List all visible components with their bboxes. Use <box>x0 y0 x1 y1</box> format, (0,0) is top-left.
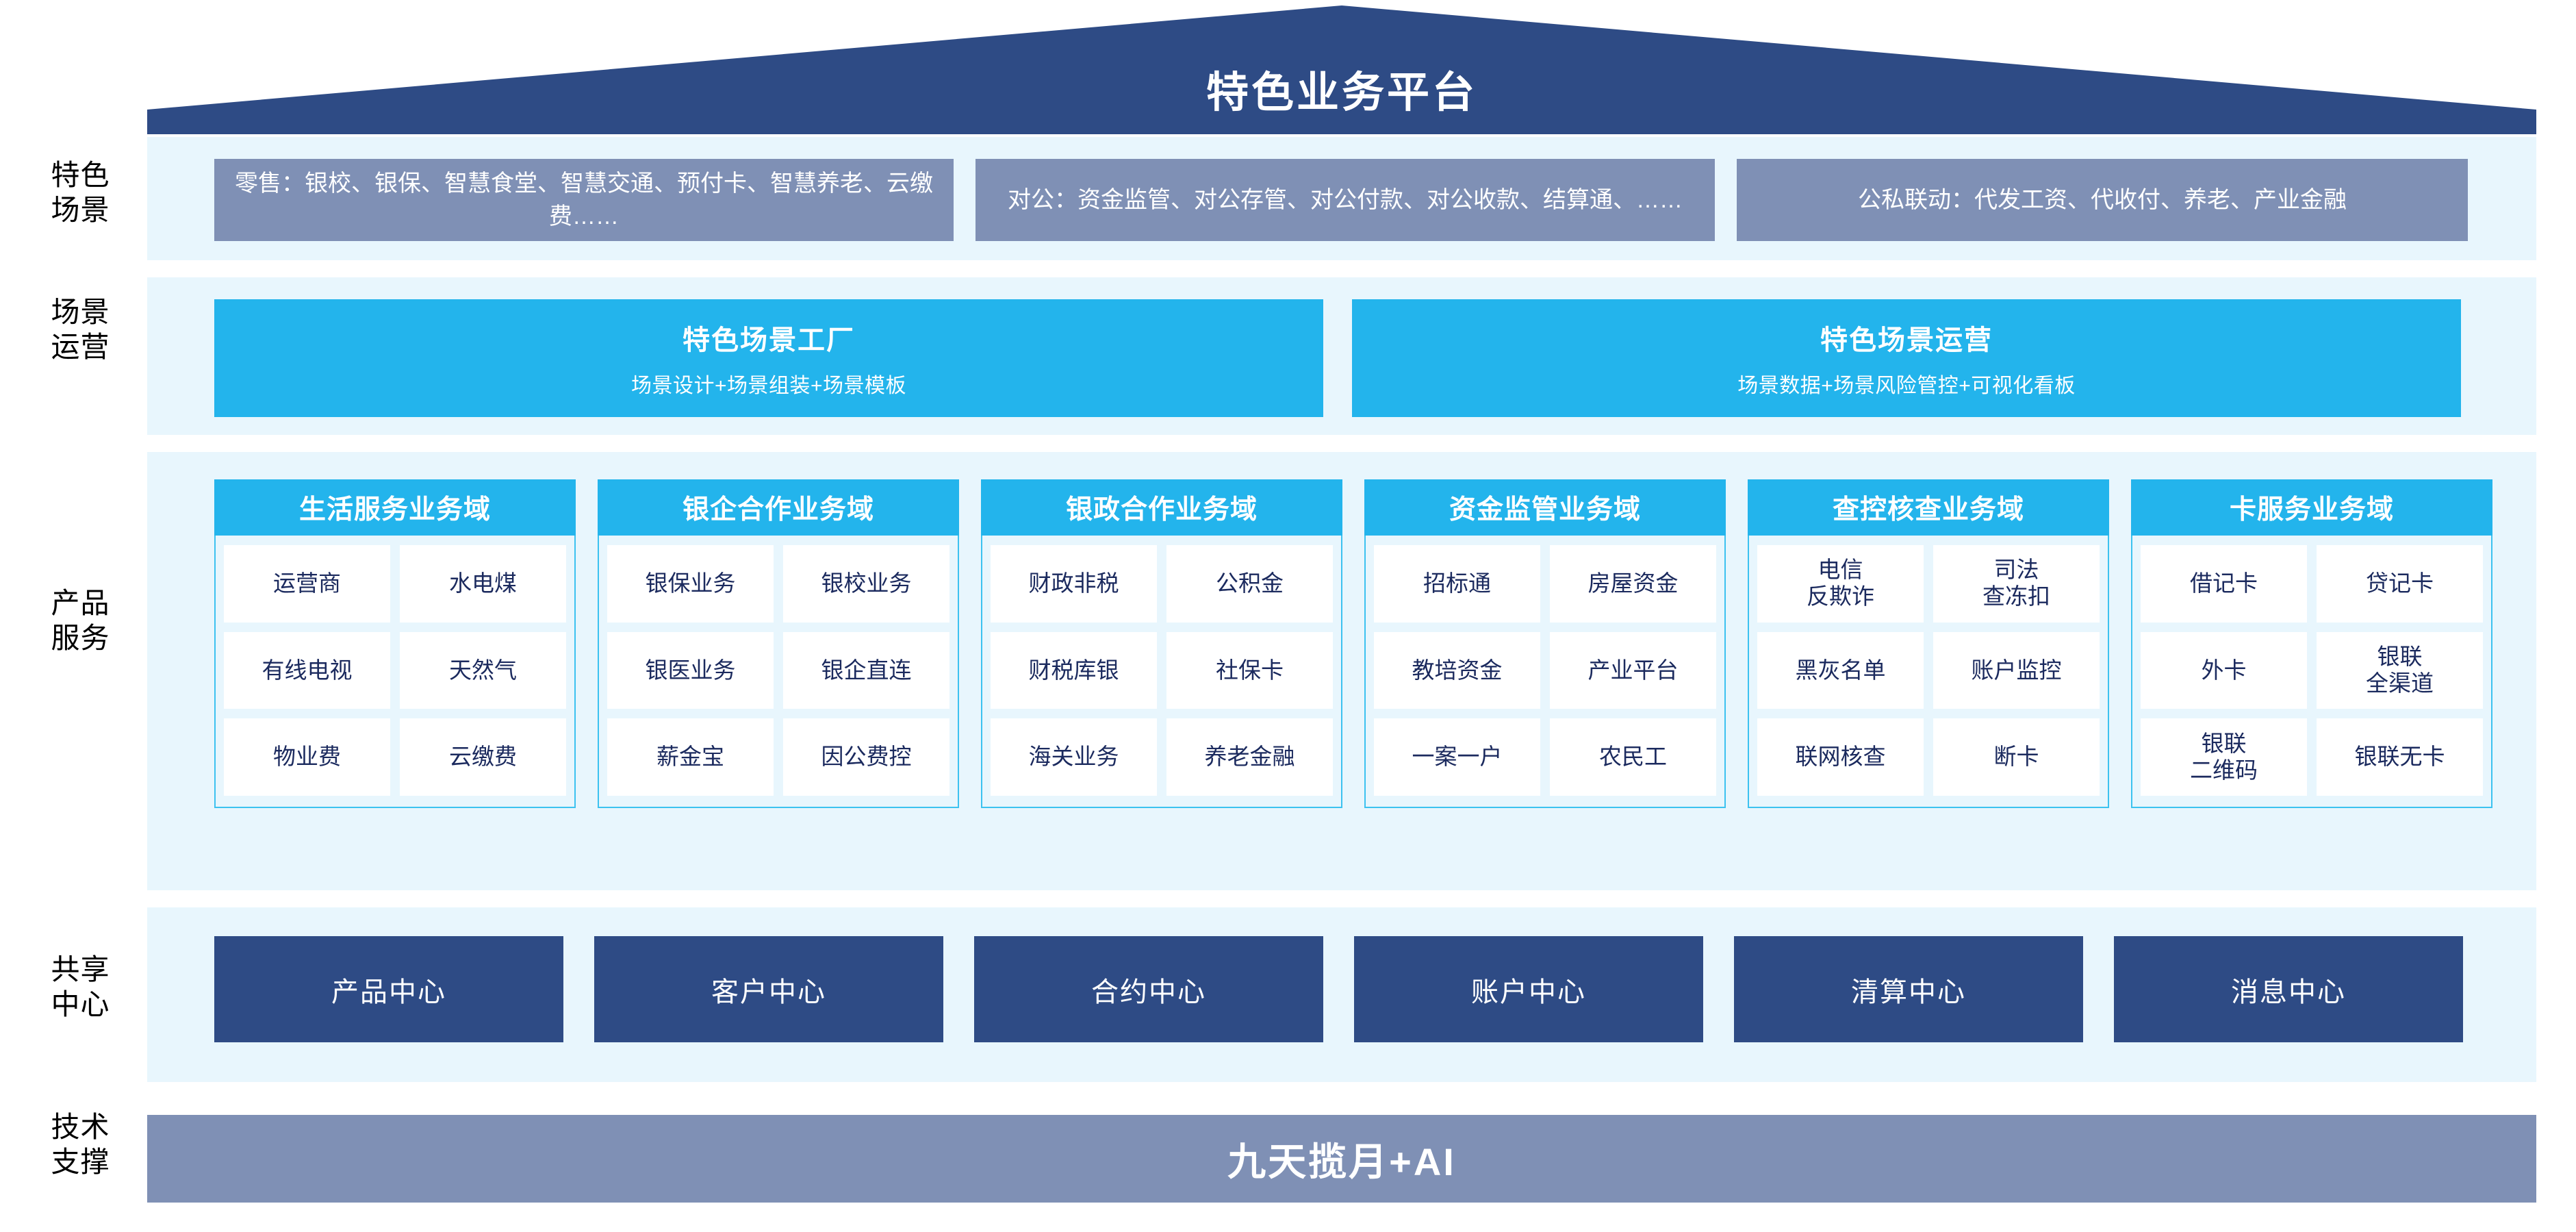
domain-cell[interactable]: 公积金 <box>1166 545 1333 623</box>
domain-row: 薪金宝 因公费控 <box>607 718 949 796</box>
domain-title: 卡服务业务域 <box>2131 479 2492 536</box>
domain-title: 查控核查业务域 <box>1748 479 2109 536</box>
domain-cell[interactable]: 房屋资金 <box>1550 545 1716 623</box>
ops-title: 特色场景工厂 <box>683 325 855 355</box>
row-label-shared: 共享 中心 <box>51 953 110 1021</box>
domain-row: 银保业务 银校业务 <box>607 545 949 623</box>
domain-cell[interactable]: 银医业务 <box>607 631 774 709</box>
domain-row: 财政非税 公积金 <box>991 545 1333 623</box>
domain-col-bank-government[interactable]: 银政合作业务域 财政非税 公积金 财税库银 社保卡 海关业务 养老金融 <box>981 479 1342 808</box>
platform-roof: 特色业务平台 <box>147 5 2536 134</box>
domain-cell[interactable]: 物业费 <box>224 718 390 796</box>
domain-col-card-service[interactable]: 卡服务业务域 借记卡 贷记卡 外卡 银联 全渠道 银联 二维码 银联无卡 <box>2131 479 2492 808</box>
domain-title: 资金监管业务域 <box>1364 479 1726 536</box>
domain-cell[interactable]: 账户监控 <box>1933 631 2100 709</box>
domain-cell[interactable]: 断卡 <box>1933 718 2100 796</box>
domain-row: 电信 反欺诈 司法 查冻扣 <box>1757 545 2100 623</box>
scene-box-public-private[interactable]: 公私联动：代发工资、代收付、养老、产业金融 <box>1737 159 2468 241</box>
domain-cell[interactable]: 运营商 <box>224 545 390 623</box>
domain-cell[interactable]: 银联无卡 <box>2317 718 2483 796</box>
ops-subtitle: 场景设计+场景组装+场景模板 <box>630 375 907 397</box>
domain-row: 黑灰名单 账户监控 <box>1757 631 2100 709</box>
domain-cell[interactable]: 贷记卡 <box>2317 545 2483 623</box>
domain-cell[interactable]: 招标通 <box>1374 545 1540 623</box>
domain-body: 财政非税 公积金 财税库银 社保卡 海关业务 养老金融 <box>981 536 1342 808</box>
domain-cell[interactable]: 教培资金 <box>1374 631 1540 709</box>
domain-title: 银企合作业务域 <box>598 479 959 536</box>
shared-center-contract-center[interactable]: 合约中心 <box>974 936 1323 1042</box>
domain-cell[interactable]: 外卡 <box>2141 631 2307 709</box>
domain-cell[interactable]: 银联 全渠道 <box>2317 631 2483 709</box>
domain-row: 银医业务 银企直连 <box>607 631 949 709</box>
domain-col-life-service[interactable]: 生活服务业务域 运营商 水电煤 有线电视 天然气 物业费 云缴费 <box>214 479 576 808</box>
ops-box-scene-operation[interactable]: 特色场景运营 场景数据+场景风险管控+可视化看板 <box>1352 299 2461 417</box>
domain-cell[interactable]: 有线电视 <box>224 631 390 709</box>
domain-cell[interactable]: 一案一户 <box>1374 718 1540 796</box>
domain-row: 运营商 水电煤 <box>224 545 566 623</box>
domain-body: 银保业务 银校业务 银医业务 银企直连 薪金宝 因公费控 <box>598 536 959 808</box>
domain-body: 运营商 水电煤 有线电视 天然气 物业费 云缴费 <box>214 536 576 808</box>
domain-cell[interactable]: 银联 二维码 <box>2141 718 2307 796</box>
ops-box-scene-factory[interactable]: 特色场景工厂 场景设计+场景组装+场景模板 <box>214 299 1323 417</box>
domain-cell[interactable]: 财政非税 <box>991 545 1157 623</box>
shared-center-message-center[interactable]: 消息中心 <box>2114 936 2463 1042</box>
domain-cell[interactable]: 借记卡 <box>2141 545 2307 623</box>
domain-row: 外卡 银联 全渠道 <box>2141 631 2483 709</box>
domain-col-inquiry-control[interactable]: 查控核查业务域 电信 反欺诈 司法 查冻扣 黑灰名单 账户监控 联网核查 断卡 <box>1748 479 2109 808</box>
domain-cell[interactable]: 联网核查 <box>1757 718 1924 796</box>
shared-center-account-center[interactable]: 账户中心 <box>1354 936 1703 1042</box>
domain-row: 联网核查 断卡 <box>1757 718 2100 796</box>
domain-col-bank-enterprise[interactable]: 银企合作业务域 银保业务 银校业务 银医业务 银企直连 薪金宝 因公费控 <box>598 479 959 808</box>
domain-title: 生活服务业务域 <box>214 479 576 536</box>
domain-cell[interactable]: 云缴费 <box>400 718 566 796</box>
domain-cell[interactable]: 薪金宝 <box>607 718 774 796</box>
domain-body: 招标通 房屋资金 教培资金 产业平台 一案一户 农民工 <box>1364 536 1726 808</box>
scene-box-corporate[interactable]: 对公：资金监管、对公存管、对公付款、对公收款、结算通、…… <box>975 159 1715 241</box>
domain-cell[interactable]: 海关业务 <box>991 718 1157 796</box>
domain-cell[interactable]: 水电煤 <box>400 545 566 623</box>
domain-cell[interactable]: 养老金融 <box>1166 718 1333 796</box>
domain-row: 海关业务 养老金融 <box>991 718 1333 796</box>
domain-cell[interactable]: 银企直连 <box>783 631 949 709</box>
ops-subtitle: 场景数据+场景风险管控+可视化看板 <box>1737 375 2076 397</box>
domain-cell[interactable]: 财税库银 <box>991 631 1157 709</box>
domain-row: 教培资金 产业平台 <box>1374 631 1716 709</box>
domain-row: 一案一户 农民工 <box>1374 718 1716 796</box>
domain-row: 银联 二维码 银联无卡 <box>2141 718 2483 796</box>
roof-shape-icon <box>147 5 2536 134</box>
ops-title: 特色场景运营 <box>1820 325 1993 355</box>
domain-cell[interactable]: 社保卡 <box>1166 631 1333 709</box>
domain-cell[interactable]: 农民工 <box>1550 718 1716 796</box>
row-label-scene: 特色 场景 <box>51 159 110 227</box>
domain-row: 有线电视 天然气 <box>224 631 566 709</box>
domain-cell[interactable]: 因公费控 <box>783 718 949 796</box>
shared-center-customer-center[interactable]: 客户中心 <box>594 936 943 1042</box>
domain-body: 电信 反欺诈 司法 查冻扣 黑灰名单 账户监控 联网核查 断卡 <box>1748 536 2109 808</box>
domain-body: 借记卡 贷记卡 外卡 银联 全渠道 银联 二维码 银联无卡 <box>2131 536 2492 808</box>
domain-row: 物业费 云缴费 <box>224 718 566 796</box>
domain-row: 财税库银 社保卡 <box>991 631 1333 709</box>
domain-cell[interactable]: 产业平台 <box>1550 631 1716 709</box>
domain-cell[interactable]: 司法 查冻扣 <box>1933 545 2100 623</box>
domain-row: 招标通 房屋资金 <box>1374 545 1716 623</box>
shared-center-clearing-center[interactable]: 清算中心 <box>1734 936 2083 1042</box>
domain-cell[interactable]: 黑灰名单 <box>1757 631 1924 709</box>
shared-center-product-center[interactable]: 产品中心 <box>214 936 563 1042</box>
domain-cell[interactable]: 银保业务 <box>607 545 774 623</box>
row-label-product: 产品 服务 <box>51 587 110 655</box>
domain-cell[interactable]: 天然气 <box>400 631 566 709</box>
scene-box-retail[interactable]: 零售：银校、银保、智慧食堂、智慧交通、预付卡、智慧养老、云缴费…… <box>214 159 954 241</box>
domain-cell[interactable]: 电信 反欺诈 <box>1757 545 1924 623</box>
row-label-tech: 技术 支撑 <box>51 1111 110 1179</box>
domain-title: 银政合作业务域 <box>981 479 1342 536</box>
tech-support-bar[interactable]: 九天揽月+AI <box>147 1115 2536 1203</box>
domain-col-fund-supervision[interactable]: 资金监管业务域 招标通 房屋资金 教培资金 产业平台 一案一户 农民工 <box>1364 479 1726 808</box>
domain-cell[interactable]: 银校业务 <box>783 545 949 623</box>
row-label-operation: 场景 运营 <box>51 296 110 364</box>
domain-row: 借记卡 贷记卡 <box>2141 545 2483 623</box>
